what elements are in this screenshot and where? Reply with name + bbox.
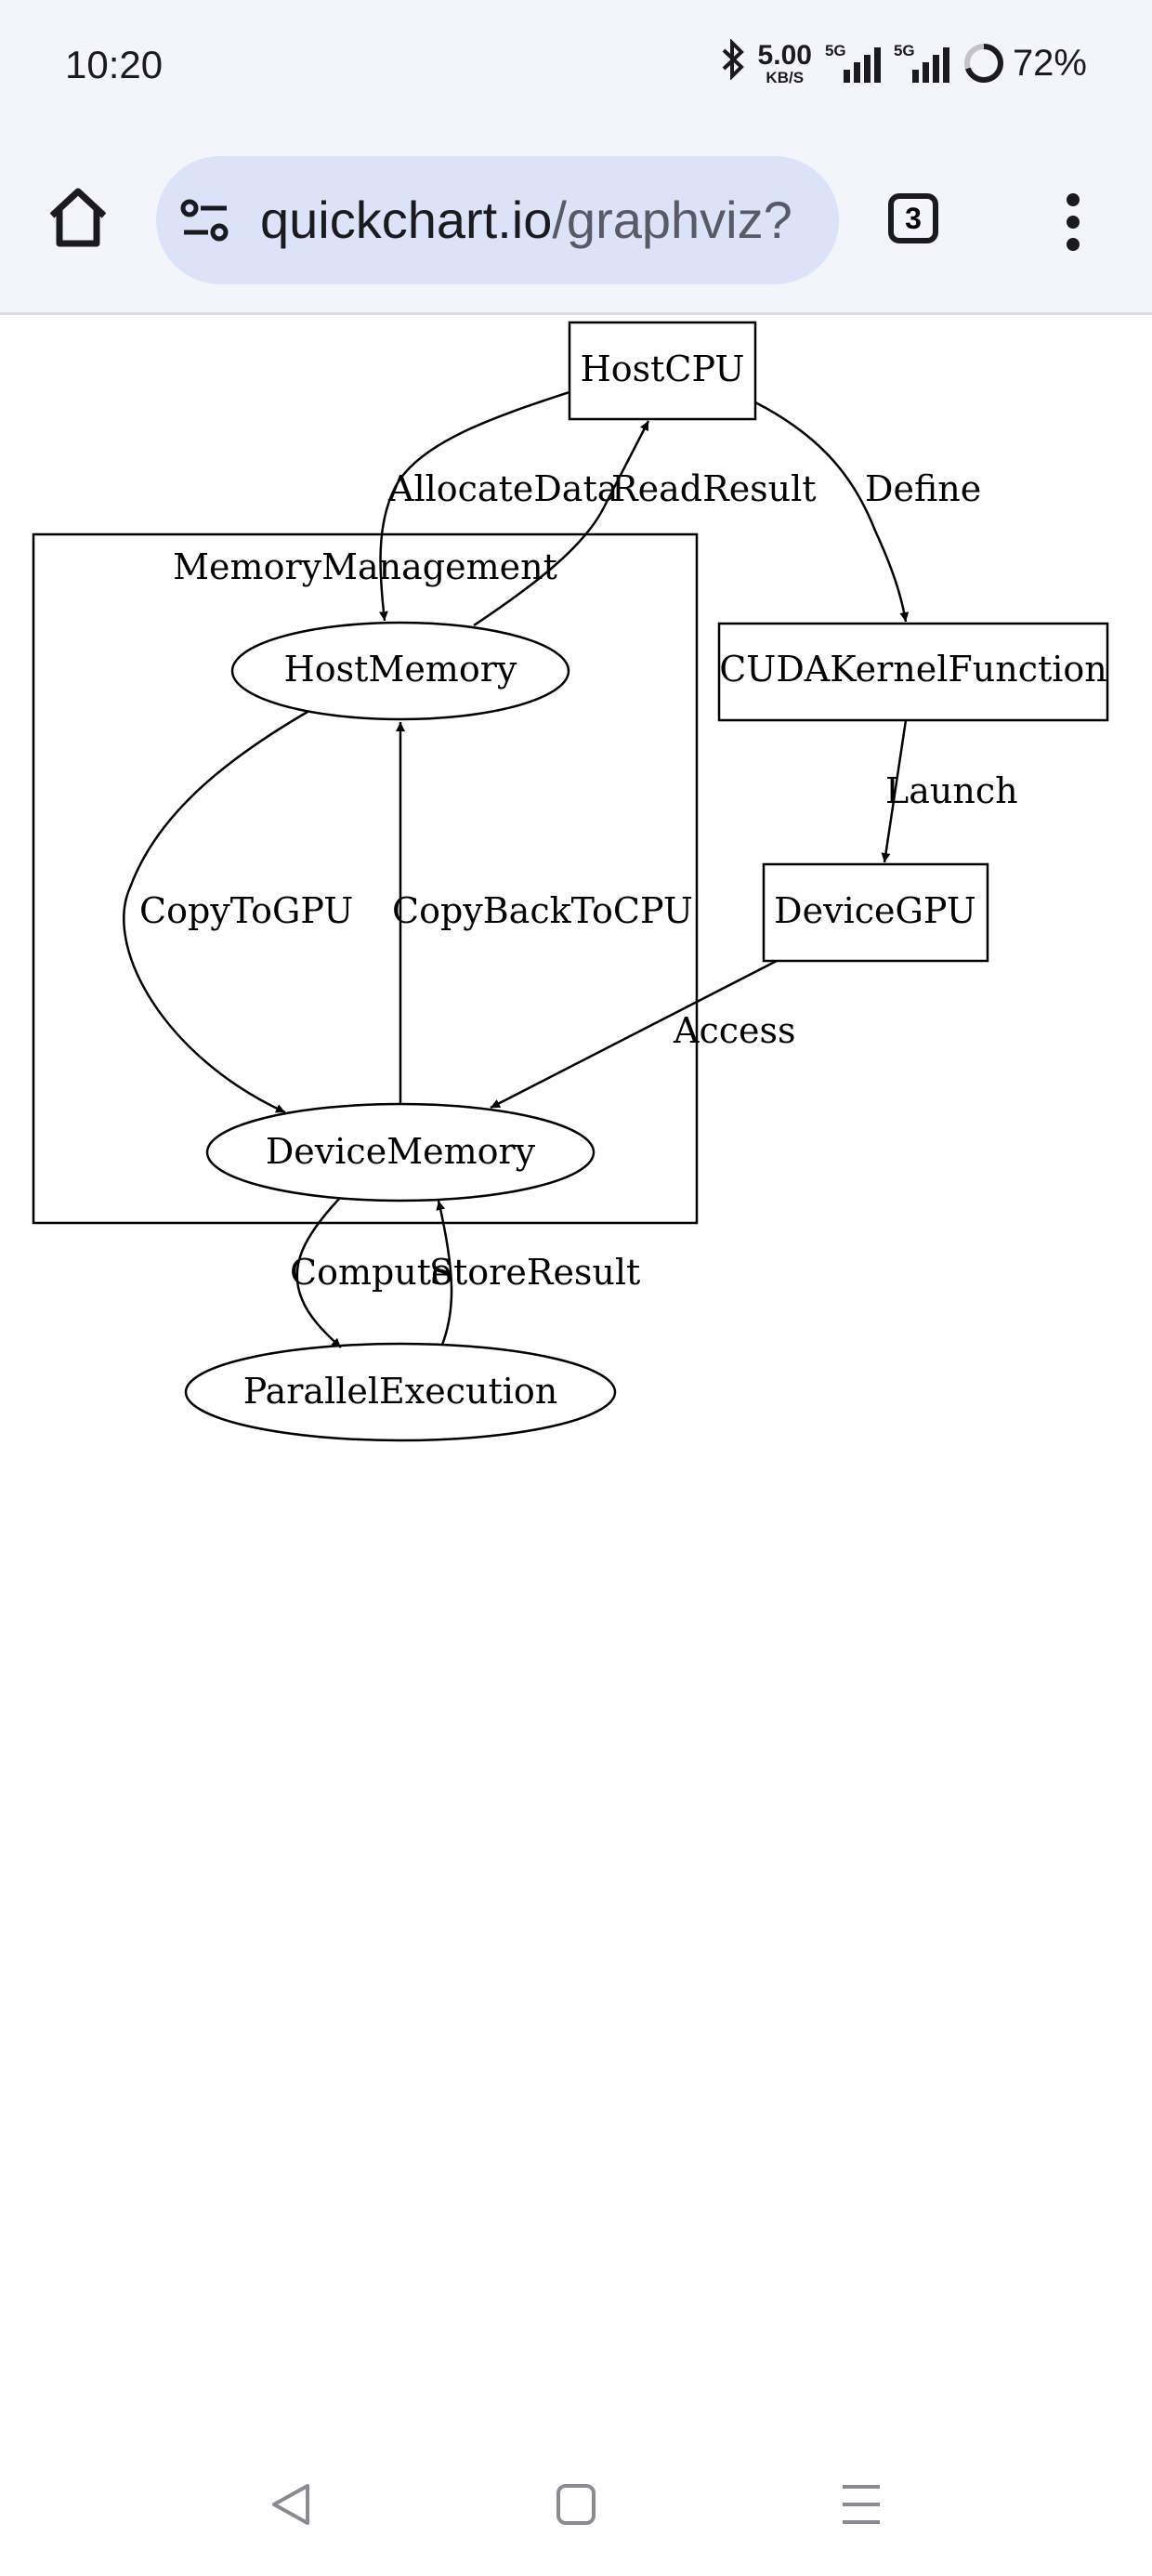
signal-icon: 5G — [825, 42, 881, 85]
system-nav-bar — [0, 2463, 1152, 2546]
status-icons: 5.00 KB/S 5G 5G 72% — [721, 37, 1087, 89]
edge-define — [754, 401, 910, 623]
edge-label-define: Define — [865, 468, 981, 509]
edge-label-access: Access — [673, 1010, 796, 1051]
cluster-label: MemoryManagement — [173, 546, 557, 587]
edge-label-copytogpu: CopyToGPU — [139, 890, 353, 931]
node-label-hostcpu: HostCPU — [581, 348, 745, 389]
site-settings-icon[interactable] — [180, 195, 232, 245]
node-label-hostmemory: HostMemory — [284, 649, 517, 690]
bluetooth-icon — [721, 37, 745, 88]
node-cudakernelfunction[interactable] — [717, 622, 1109, 722]
node-label-devicegpu: DeviceGPU — [774, 890, 976, 931]
node-devicegpu[interactable] — [762, 862, 989, 963]
edge-label-compute: Compute — [290, 1252, 452, 1293]
url-text: quickchart.io/graphviz? — [260, 191, 792, 249]
network-speed: 5.00 KB/S — [757, 39, 812, 86]
node-hostcpu[interactable] — [568, 321, 757, 421]
cluster-memory-management — [32, 532, 699, 1225]
edge-label-storeresult: StoreResult — [429, 1252, 640, 1293]
tabs-icon[interactable]: 3 — [888, 193, 938, 243]
tab-count: 3 — [905, 201, 922, 235]
edge-compute — [295, 1198, 342, 1348]
recents-icon[interactable] — [833, 2463, 889, 2546]
edge-label-copybacktocpu: CopyBackToCPU — [392, 890, 693, 931]
node-label-cudakernelfunction: CUDAKernelFunction — [719, 649, 1107, 690]
edge-readresult — [473, 420, 650, 627]
edge-allocatedata — [378, 390, 570, 622]
battery-indicator: 72% — [962, 42, 1087, 85]
edge-launch — [881, 719, 908, 863]
status-time: 10:20 — [65, 43, 164, 86]
home-button[interactable] — [45, 184, 111, 251]
browser-chrome: 10:20 5.00 KB/S 5G 5G 72% — [0, 0, 1152, 315]
edge-copytogpu — [123, 710, 308, 1114]
address-bar[interactable]: quickchart.io/graphviz? — [156, 156, 839, 284]
back-icon[interactable] — [263, 2463, 319, 2546]
browser-toolbar: quickchart.io/graphviz? 3 — [0, 156, 1152, 286]
node-hostmemory[interactable] — [230, 621, 570, 721]
edge-label-readresult: ReadResult — [611, 468, 817, 509]
more-vert-icon[interactable] — [1059, 193, 1087, 255]
battery-ring-icon — [963, 44, 1003, 83]
home-icon — [49, 188, 107, 247]
graph-diagram: MemoryManagement HostCPU HostMemory CUDA… — [0, 315, 1152, 1471]
graph-svg: MemoryManagement HostCPU HostMemory CUDA… — [32, 321, 1109, 1442]
edge-label-allocatedata: AllocateData — [387, 468, 618, 509]
signal-icon: 5G — [894, 42, 949, 85]
node-parallelexecution[interactable] — [184, 1342, 617, 1442]
edge-label-launch: Launch — [885, 770, 1018, 811]
edge-storeresult — [436, 1200, 453, 1346]
node-label-parallelexecution: ParallelExecution — [243, 1371, 557, 1412]
node-label-devicememory: DeviceMemory — [266, 1131, 536, 1172]
edge-access — [490, 959, 778, 1110]
home-square-icon[interactable] — [548, 2463, 604, 2546]
